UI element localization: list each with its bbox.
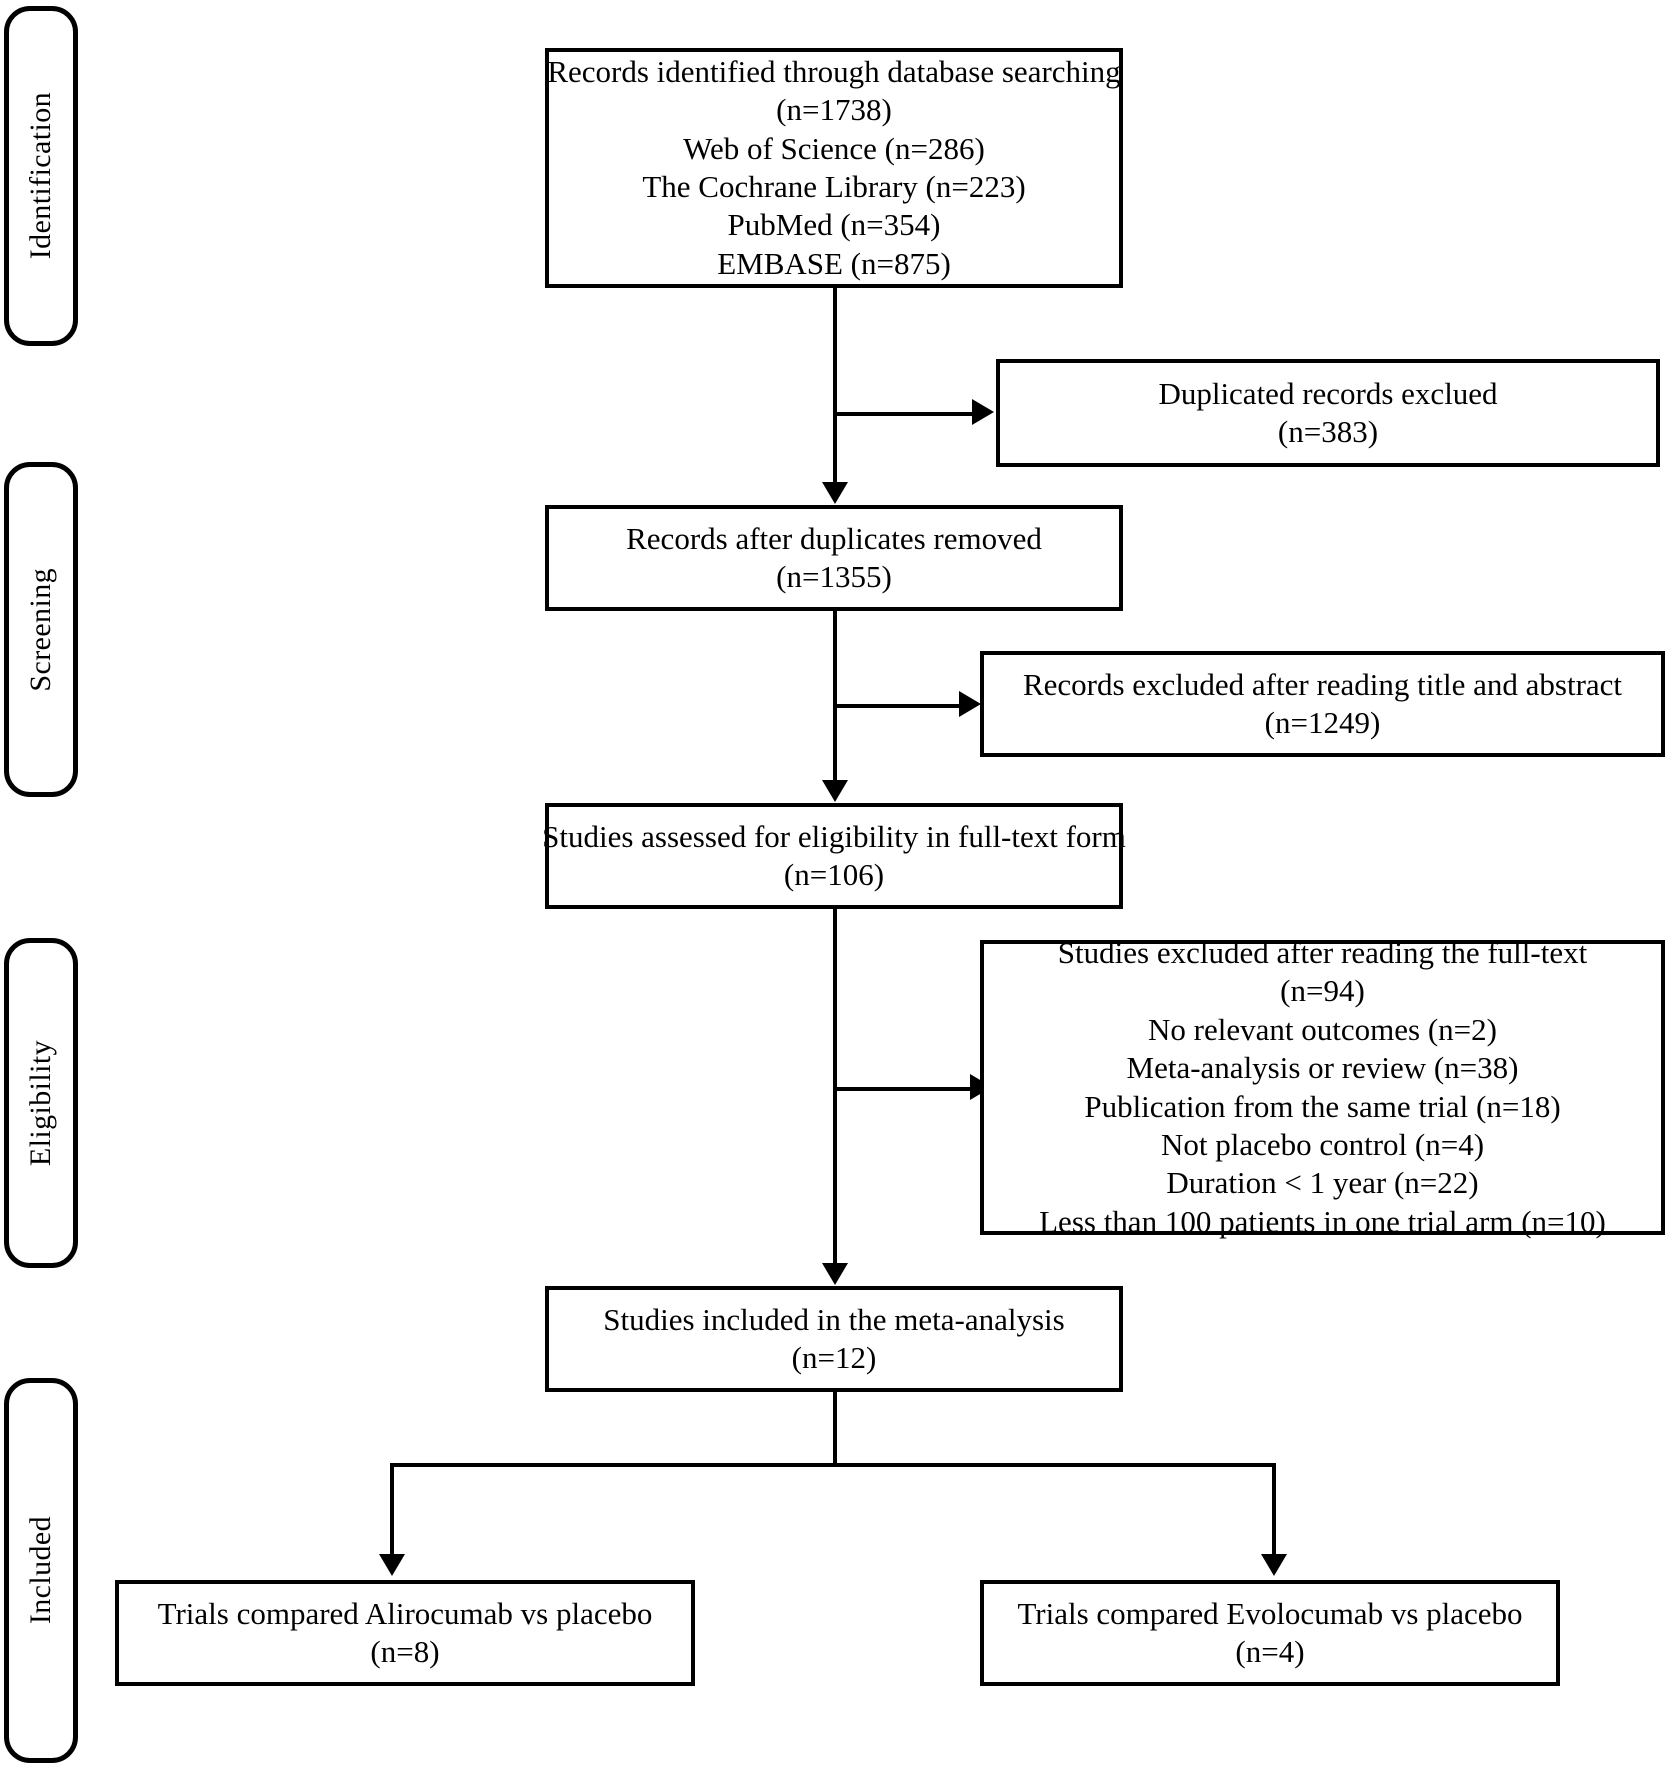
stage-rail-identification: Identification: [4, 6, 78, 346]
box-line: The Cochrane Library (n=223): [642, 169, 1026, 204]
connector-included-split-bar: [390, 1463, 1276, 1467]
stage-rail-screening: Screening: [4, 462, 78, 797]
box-line: (n=1738): [776, 92, 892, 128]
connector-after-duplicates-to-fulltext: [833, 611, 837, 786]
arrowhead-to-evolocumab: [1261, 1554, 1287, 1576]
connector-identified-to-after-duplicates: [833, 288, 837, 488]
box-fulltext-excluded: Studies excluded after reading the full-…: [980, 935, 1665, 1239]
box-trials-evolocumab: Trials compared Evolocumab vs placebo (n…: [980, 1580, 1560, 1686]
box-line: (n=106): [783, 857, 885, 892]
box-included-meta-analysis: Studies included in the meta-analysis (n…: [545, 1286, 1123, 1392]
box-line: (n=12): [791, 1340, 877, 1375]
box-line: Meta-analysis or review (n=38): [1126, 1050, 1519, 1086]
box-records-after-duplicates: Records after duplicates removed (n=1355…: [545, 505, 1123, 611]
box-line: Records identified through database sear…: [547, 53, 1121, 89]
connector-to-fulltext-excluded: [833, 1087, 976, 1091]
box-line: (n=383): [1277, 414, 1379, 449]
box-records-identified: Records identified through database sear…: [545, 48, 1123, 288]
box-line: Publication from the same trial (n=18): [1084, 1088, 1561, 1124]
stage-label-screening: Screening: [24, 567, 57, 692]
box-line: Studies assessed for eligibility in full…: [542, 818, 1126, 854]
box-line: Studies included in the meta-analysis: [603, 1301, 1065, 1337]
connector-to-evolocumab: [1272, 1463, 1276, 1560]
box-title-abstract-excluded: Records excluded after reading title and…: [980, 651, 1665, 757]
stage-label-identification: Identification: [24, 92, 57, 260]
connector-to-title-abstract-excluded: [833, 704, 965, 708]
connector-to-alirocumab: [390, 1463, 394, 1560]
connector-to-duplicates-excluded: [833, 412, 978, 416]
arrowhead-to-alirocumab: [379, 1554, 405, 1576]
box-line: Duplicated records exclued: [1158, 375, 1498, 411]
arrowhead-to-title-abstract-excluded: [959, 691, 981, 717]
box-line: (n=1355): [776, 559, 892, 594]
arrowhead-to-fulltext-assessed: [822, 780, 848, 802]
box-line: (n=1249): [1264, 705, 1381, 740]
box-line: Duration < 1 year (n=22): [1166, 1165, 1479, 1201]
box-line: Records excluded after reading title and…: [1022, 666, 1623, 702]
box-line: (n=8): [370, 1634, 440, 1669]
box-duplicates-excluded: Duplicated records exclued (n=383): [996, 359, 1660, 467]
box-trials-alirocumab: Trials compared Alirocumab vs placebo (n…: [115, 1580, 695, 1686]
box-line: Web of Science (n=286): [683, 130, 985, 166]
box-line: Records after duplicates removed: [626, 520, 1042, 556]
stage-label-eligibility: Eligibility: [24, 1039, 57, 1167]
box-line: Studies excluded after reading the full-…: [1057, 934, 1588, 970]
stage-rail-included: Included: [4, 1378, 78, 1763]
stage-label-included: Included: [24, 1516, 57, 1625]
box-line: No relevant outcomes (n=2): [1148, 1011, 1497, 1047]
box-line: PubMed (n=354): [727, 207, 941, 243]
connector-included-stem: [833, 1392, 837, 1465]
arrowhead-to-after-duplicates: [822, 482, 848, 504]
box-line: Less than 100 patients in one trial arm …: [1039, 1203, 1606, 1239]
box-line: Trials compared Evolocumab vs placebo: [1017, 1595, 1523, 1631]
box-line: (n=4): [1235, 1634, 1305, 1669]
box-line: Not placebo control (n=4): [1160, 1126, 1485, 1162]
arrowhead-to-duplicates-excluded: [972, 399, 994, 425]
box-line: EMBASE (n=875): [717, 245, 951, 281]
arrowhead-to-included-meta: [822, 1263, 848, 1285]
box-line: Trials compared Alirocumab vs placebo: [157, 1595, 653, 1631]
stage-rail-eligibility: Eligibility: [4, 938, 78, 1268]
box-line: (n=94): [1280, 973, 1365, 1009]
box-fulltext-assessed: Studies assessed for eligibility in full…: [542, 803, 1126, 909]
